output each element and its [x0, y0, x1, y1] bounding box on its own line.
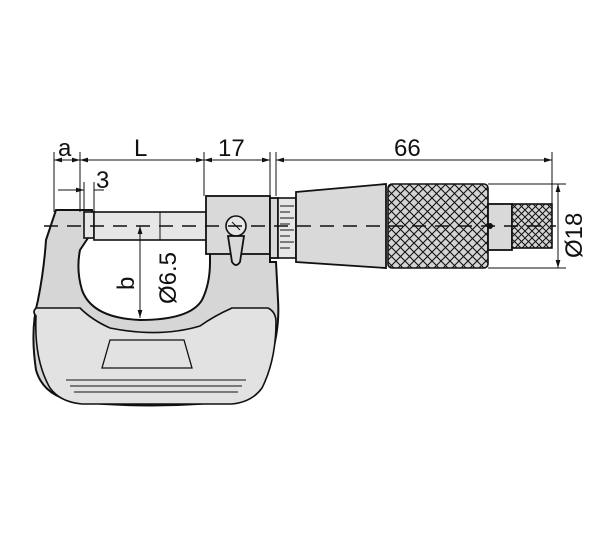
label-b: b — [113, 277, 140, 290]
label-3: 3 — [96, 167, 109, 194]
sleeve-scale — [277, 197, 297, 259]
label-66: 66 — [394, 135, 421, 162]
label-L: L — [134, 135, 147, 162]
lock-lever — [226, 235, 246, 266]
label-thimble-dia: Ø18 — [561, 213, 588, 258]
thimble — [295, 183, 387, 269]
label-17: 17 — [218, 135, 245, 162]
sleeve-housing — [205, 195, 271, 266]
frame — [32, 209, 280, 407]
sleeve-collar — [269, 197, 279, 259]
label-a: a — [58, 135, 72, 162]
sleeve-graduations — [277, 197, 297, 259]
dimension-lines — [53, 152, 566, 318]
plate-window — [101, 339, 193, 369]
anvil-face — [83, 211, 95, 239]
label-spindle-dia: Ø6.5 — [155, 252, 182, 304]
